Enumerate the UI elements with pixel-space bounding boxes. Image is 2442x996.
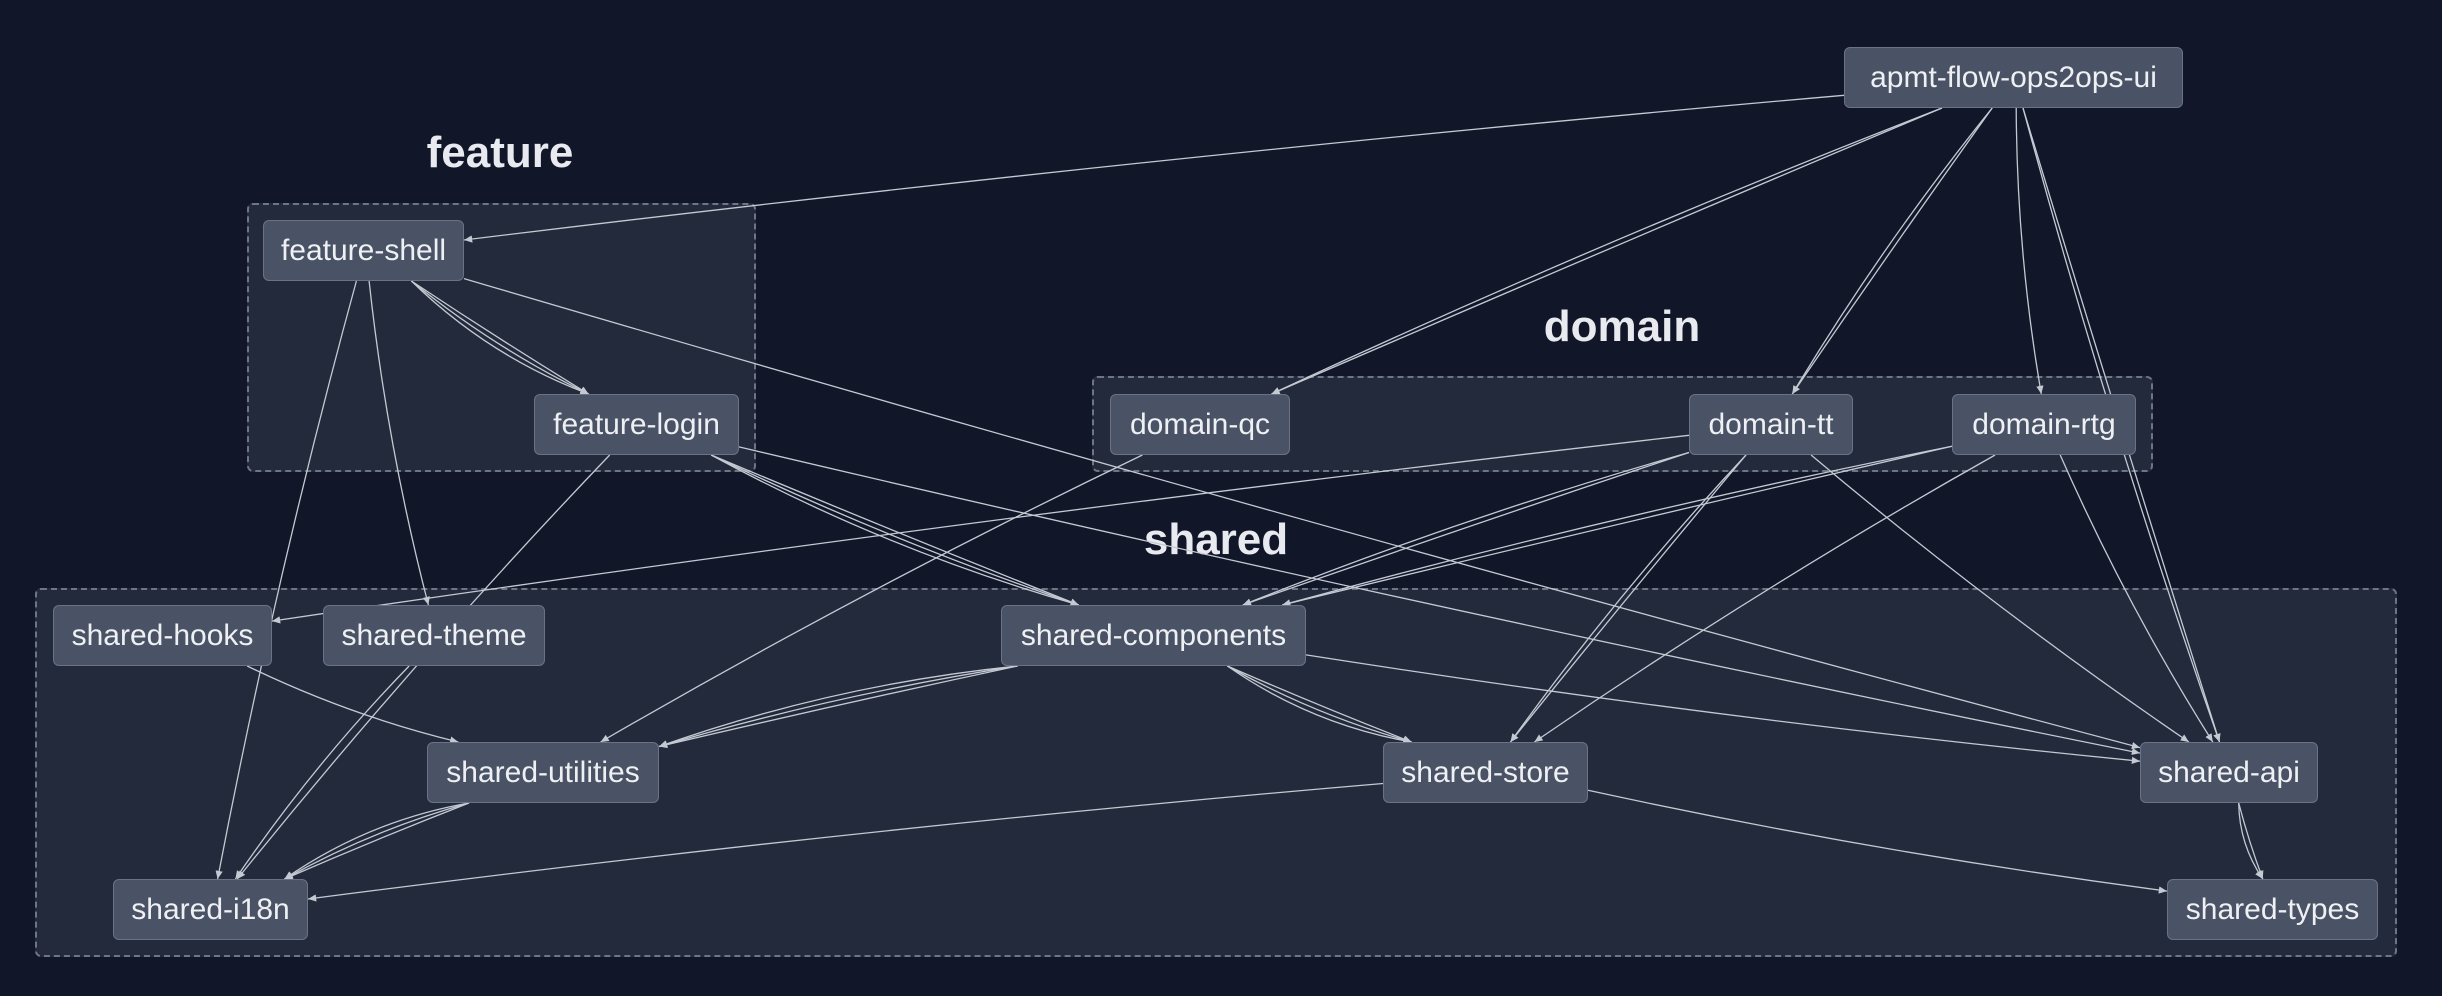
edge-domain-rtg-to-shared-api (2059, 454, 2214, 743)
edge-domain-tt-to-shared-store (1509, 454, 1747, 743)
edge-domain-rtg-to-shared-components (1282, 445, 1953, 607)
edge-domain-tt-to-shared-api (1810, 454, 2190, 743)
edge-shared-store-to-shared-i18n (307, 782, 1384, 902)
group-label-shared: shared (1143, 515, 1289, 564)
edge-shared-api-to-shared-types (2238, 802, 2264, 880)
edge-apmt-flow-ops2ops-ui-to-domain-rtg (2015, 107, 2044, 395)
edge-domain-tt-to-shared-hooks (271, 434, 1690, 624)
node-shared-i18n[interactable]: shared-i18n (113, 879, 308, 940)
edge-domain-rtg-to-shared-store (1534, 454, 1996, 743)
edge-shared-utilities-to-shared-i18n (284, 802, 470, 880)
edge-domain-tt-to-shared-components (1242, 451, 1690, 606)
node-domain-rtg[interactable]: domain-rtg (1952, 394, 2136, 455)
edge-domain-qc-to-shared-utilities (600, 454, 1143, 743)
edge-shared-components-to-shared-utilities (658, 665, 1018, 749)
edge-shared-components-to-shared-utilities (658, 665, 1018, 748)
edge-shared-components-to-shared-utilities (658, 665, 1018, 748)
node-shared-store[interactable]: shared-store (1383, 742, 1588, 803)
edge-shared-theme-to-shared-i18n (234, 665, 410, 880)
edge-shared-utilities-to-shared-i18n (284, 802, 470, 880)
edge-feature-login-to-shared-i18n (236, 454, 611, 880)
edge-shared-components-to-shared-api (1305, 654, 2141, 765)
node-shared-components[interactable]: shared-components (1001, 605, 1306, 666)
edge-domain-tt-to-shared-components (1242, 451, 1690, 606)
node-shared-api[interactable]: shared-api (2140, 742, 2318, 803)
edge-shared-components-to-shared-store (1227, 665, 1412, 745)
edge-feature-login-to-shared-components (710, 454, 1080, 606)
node-shared-utilities[interactable]: shared-utilities (427, 742, 659, 803)
edge-shared-utilities-to-shared-i18n (284, 802, 470, 880)
edge-apmt-flow-ops2ops-ui-to-domain-qc (1271, 107, 1943, 395)
edge-shared-store-to-shared-types (1587, 789, 2168, 894)
node-feature-login[interactable]: feature-login (534, 394, 739, 455)
edge-shared-components-to-shared-store (1227, 665, 1412, 743)
node-domain-tt[interactable]: domain-tt (1689, 394, 1853, 455)
node-shared-theme[interactable]: shared-theme (323, 605, 545, 666)
edge-feature-login-to-shared-api (738, 446, 2141, 756)
node-feature-shell[interactable]: feature-shell (263, 220, 464, 281)
edge-feature-shell-to-feature-login (410, 280, 589, 395)
edge-domain-rtg-to-shared-components (1282, 445, 1953, 607)
group-label-feature: feature (426, 128, 574, 177)
edge-feature-login-to-shared-components (710, 454, 1080, 606)
edge-shared-components-to-shared-store (1227, 665, 1412, 744)
edge-feature-shell-to-feature-login (410, 280, 589, 395)
group-label-domain: domain (1543, 302, 1701, 351)
edge-feature-shell-to-shared-theme (368, 280, 430, 606)
node-domain-qc[interactable]: domain-qc (1110, 394, 1290, 455)
edge-apmt-flow-ops2ops-ui-to-domain-tt (1791, 107, 1993, 395)
edge-feature-shell-to-shared-api (463, 277, 2141, 750)
edge-apmt-flow-ops2ops-ui-to-feature-shell (463, 94, 1845, 243)
edge-feature-shell-to-shared-i18n (215, 280, 358, 880)
edge-domain-tt-to-shared-store (1509, 454, 1747, 743)
edge-feature-login-to-shared-components (710, 454, 1079, 607)
edge-shared-hooks-to-shared-utilities (246, 665, 459, 744)
node-shared-types[interactable]: shared-types (2167, 879, 2378, 940)
edge-feature-shell-to-feature-login (411, 280, 589, 395)
node-shared-hooks[interactable]: shared-hooks (53, 605, 272, 666)
edge-apmt-flow-ops2ops-ui-to-domain-qc (1271, 107, 1943, 395)
node-apmt-flow-ops2ops-ui[interactable]: apmt-flow-ops2ops-ui (1844, 47, 2183, 108)
edge-apmt-flow-ops2ops-ui-to-domain-tt (1791, 107, 1993, 395)
